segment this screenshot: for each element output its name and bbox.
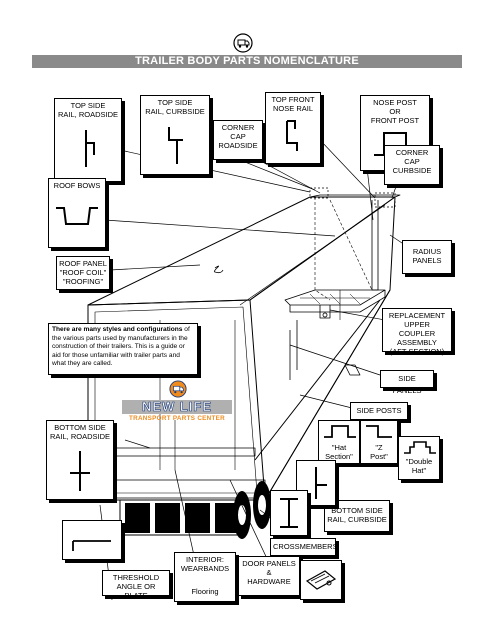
truck-logo-icon — [169, 380, 187, 398]
label-side-panels: SIDE PANELS — [380, 370, 434, 395]
note-lead: There are many styles and configurations — [52, 326, 183, 333]
rail-profile-icon — [168, 127, 183, 164]
double-hat-icon — [404, 441, 436, 454]
page-title: TRAILER BODY PARTS NOMENCLATURE — [32, 55, 462, 68]
label-crossmember-profile — [270, 490, 308, 536]
label-top-side-rail-curbside: TOP SIDE RAIL, CURBSIDE — [140, 95, 210, 175]
label-replacement-coupler: REPLACEMENT UPPER COUPLER ASSEMBLY (AFT … — [382, 308, 452, 356]
label-z-post: "Z Post" — [360, 420, 398, 464]
new-life-logo: NEW LIFE TRANSPORT PARTS CENTER — [122, 380, 232, 426]
threshold-angle-icon — [72, 540, 111, 551]
roof-bow-profile-icon — [56, 207, 98, 225]
label-radius-panels: RADIUS PANELS — [402, 240, 452, 274]
i-beam-icon — [280, 498, 298, 528]
upper-coupler-assembly — [284, 289, 386, 319]
label-corner-cap-curbside: CORNER CAP CURBSIDE — [384, 145, 440, 185]
label-interior-wearbands: INTERIOR: WEARBANDS Flooring — [174, 552, 236, 602]
label-threshold — [62, 520, 122, 560]
z-post-icon — [366, 425, 392, 438]
label-top-front-nose-rail: TOP FRONT NOSE RAIL — [265, 92, 321, 164]
label-roof-bows: ROOF BOWS — [48, 178, 106, 248]
nose-rail-profile-icon — [286, 120, 298, 151]
hat-section-icon — [324, 425, 356, 438]
bottom-rail-profile-icon — [70, 451, 90, 491]
label-threshold-text: THRESHOLD ANGLE OR PLATE — [102, 570, 170, 600]
label-roof-panel: ROOF PANEL "ROOF COIL" "ROOFING" — [56, 256, 110, 290]
label-door-panels: DOOR PANELS & HARDWARE — [238, 556, 300, 596]
label-bottom-side-rail-curbside: BOTTOM SIDE RAIL, CURBSIDE — [324, 500, 390, 532]
label-corner-cap-roadside: CORNER CAP ROADSIDE — [213, 120, 263, 160]
label-hat-section: "Hat Section" — [318, 420, 360, 464]
label-side-posts: SIDE POSTS — [350, 402, 408, 420]
rail-profile-icon — [85, 130, 95, 167]
disclaimer-note: There are many styles and configurations… — [48, 323, 198, 375]
bottom-rail-profile-icon — [315, 467, 327, 499]
note-body: of the various parts used by manufacture… — [52, 326, 190, 367]
label-bottom-side-rail-roadside: BOTTOM SIDE RAIL, ROADSIDE — [46, 420, 114, 500]
door-hardware-icon — [305, 570, 337, 590]
label-crossmembers: CROSSMEMBERS — [270, 538, 338, 556]
logo-tagline: TRANSPORT PARTS CENTER — [128, 415, 226, 422]
label-top-side-rail-roadside: TOP SIDE RAIL, ROADSIDE — [54, 98, 122, 182]
label-double-hat: "Double Hat" — [398, 436, 440, 480]
truck-logo-icon — [233, 33, 253, 53]
wheels — [119, 481, 271, 539]
label-door-hardware-illustration — [300, 560, 342, 600]
logo-wordmark: NEW LIFE — [122, 399, 232, 414]
